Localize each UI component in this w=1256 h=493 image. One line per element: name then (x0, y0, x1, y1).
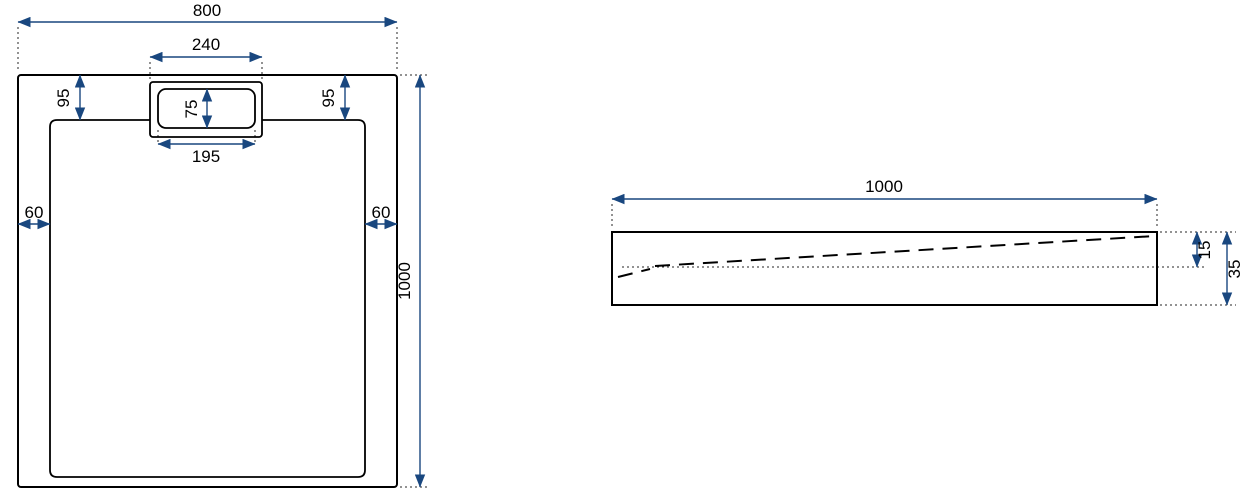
dim-side-overall-length: 1000 (611, 177, 1158, 229)
plan-view: 800 240 95 95 75 195 (17, 1, 428, 488)
plan-dim-195-label: 195 (192, 147, 220, 166)
plan-dim-60-left-label: 60 (25, 203, 44, 222)
plan-dim-75-label: 75 (182, 100, 201, 119)
dim-depth-at-drain: 15 (1160, 231, 1236, 268)
side-view: 1000 15 35 (611, 177, 1244, 306)
dim-drain-inset-right: 95 (319, 74, 351, 121)
plan-dim-60-right-label: 60 (372, 203, 391, 222)
side-tray-profile (611, 231, 1158, 306)
plan-dim-800-label: 800 (193, 1, 221, 20)
dim-overall-length: 1000 (395, 74, 428, 488)
plan-tray-inner-edge (49, 119, 366, 478)
side-dim-35-label: 35 (1225, 260, 1244, 279)
dim-side-wall-right: 60 (364, 203, 398, 230)
side-slope-line (654, 235, 1156, 267)
dim-side-wall-left: 60 (17, 203, 51, 230)
plan-drain-housing (149, 81, 263, 138)
plan-dim-95-right-label: 95 (319, 89, 338, 108)
plan-dim-1000-label: 1000 (395, 262, 414, 300)
dim-drain-cutout-width: 240 (149, 35, 263, 80)
dim-overall-height: 35 (1160, 231, 1244, 306)
plan-dim-95-left-label: 95 (54, 89, 73, 108)
plan-tray-outer-edge (17, 74, 398, 488)
side-dim-1000-label: 1000 (865, 177, 903, 196)
side-slope-line-short (617, 268, 651, 278)
side-dim-15-label: 15 (1195, 241, 1214, 260)
dim-drain-cover-height: 75 (182, 88, 213, 129)
dim-drain-cover-width: 195 (157, 130, 256, 166)
dim-overall-width: 800 (17, 1, 398, 72)
plan-dim-240-label: 240 (192, 35, 220, 54)
dim-drain-inset-left: 95 (54, 74, 86, 121)
